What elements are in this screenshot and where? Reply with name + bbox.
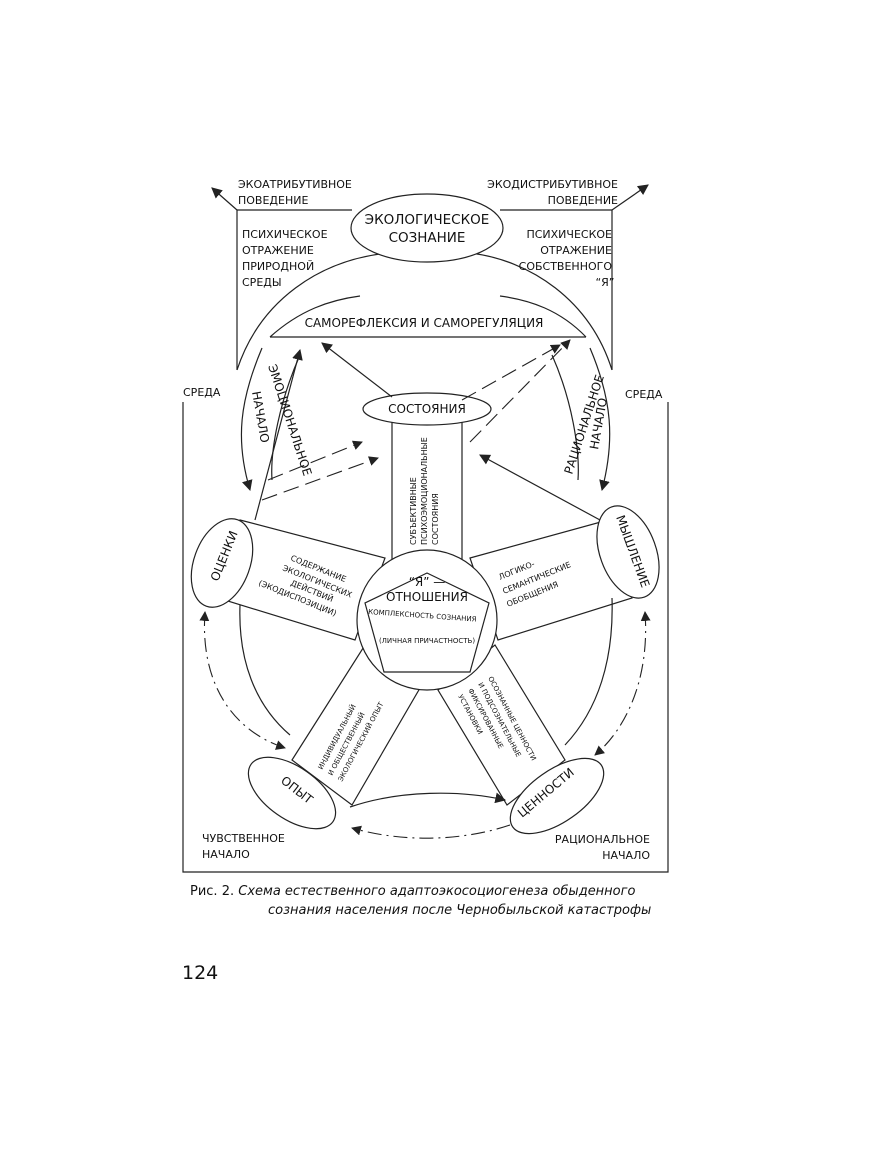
ecodistributive-line1: ЭКОДИСТРИБУТИВНОЕ — [487, 178, 618, 191]
reflection-nature-line3: ПРИРОДНОЙ — [242, 260, 314, 273]
personal-involvement-label: (ЛИЧНАЯ ПРИЧАСТНОСТЬ) — [379, 637, 475, 645]
rational-principle-line1: РАЦИОНАЛЬНОЕ — [555, 833, 650, 846]
cycle-arcs — [199, 597, 651, 839]
top-labels: ЭКОАТРИБУТИВНОЕ ПОВЕДЕНИЕ ЭКОДИСТРИБУТИВ… — [183, 178, 663, 401]
self-reflection-label: САМОРЕФЛЕКСИЯ И САМОРЕГУЛЯЦИЯ — [305, 316, 544, 330]
eco-consciousness-node: ЭКОЛОГИЧЕСКОЕ СОЗНАНИЕ — [350, 193, 504, 263]
values-branch — [437, 644, 605, 835]
eco-consciousness-line1: ЭКОЛОГИЧЕСКОЕ — [365, 212, 490, 228]
assessments-branch — [190, 518, 386, 641]
reflection-self-line2: ОТРАЖЕНИЕ — [540, 244, 612, 257]
page-number: 124 — [182, 962, 219, 984]
emotional-principle-line2: НАЧАЛО — [249, 390, 272, 444]
environment-right-label: СРЕДА — [625, 388, 663, 401]
upper-dome — [236, 209, 613, 371]
caption-number: Рис. 2. — [190, 884, 235, 899]
thinking-branch — [469, 505, 660, 641]
states-node: СОСТОЯНИЯ — [362, 392, 492, 566]
figure-caption: Рис. 2. Схема естественного адаптоэкосоц… — [190, 882, 670, 920]
environment-left-label: СРЕДА — [183, 386, 221, 399]
environment-frame — [182, 402, 669, 873]
bottom-labels: ЧУВСТВЕННОЕ НАЧАЛО РАЦИОНАЛЬНОЕ НАЧАЛО — [202, 832, 650, 862]
behavior-arrows — [211, 184, 649, 211]
ecoattributive-line1: ЭКОАТРИБУТИВНОЕ — [238, 178, 352, 191]
subjective-states-line2: ПСИХОЭМОЦИОНАЛЬНЫЕ — [420, 437, 429, 545]
states-label: СОСТОЯНИЯ — [388, 402, 466, 416]
reflection-self-line3: СОБСТВЕННОГО — [519, 260, 613, 273]
sensory-principle-line1: ЧУВСТВЕННОЕ — [202, 832, 285, 845]
reflection-nature-line2: ОТРАЖЕНИЕ — [242, 244, 314, 257]
pillar-labels: СУБЪЕКТИВНЫЕ ПСИХОЭМОЦИОНАЛЬНЫЕ СОСТОЯНИ… — [409, 437, 440, 545]
sensory-principle-line2: НАЧАЛО — [202, 848, 250, 861]
principle-arcs — [240, 347, 611, 492]
ecoattributive-line2: ПОВЕДЕНИЕ — [238, 194, 308, 207]
subjective-states-line1: СУБЪЕКТИВНЫЕ — [409, 477, 418, 545]
reflection-self-line1: ПСИХИЧЕСКОЕ — [526, 228, 612, 241]
reflection-nature-line1: ПСИХИЧЕСКОЕ — [242, 228, 328, 241]
self-relations-line1: “Я” — — [409, 575, 446, 589]
experience-branch — [247, 644, 421, 830]
caption-text-line1: Схема естественного адаптоэкосоциогенеза… — [238, 884, 636, 899]
reflection-nature-line4: СРЕДЫ — [242, 276, 282, 289]
reflection-self-line4: “Я” — [595, 276, 614, 289]
subjective-states-line3: СОСТОЯНИЯ — [431, 493, 440, 545]
caption-text-line2: сознания населения после Чернобыльской к… — [268, 903, 652, 918]
ecodistributive-line2: ПОВЕДЕНИЕ — [548, 194, 618, 207]
eco-consciousness-line2: СОЗНАНИЕ — [389, 230, 466, 246]
rational-principle-line2: НАЧАЛО — [602, 849, 650, 862]
self-relations-line2: ОТНОШЕНИЯ — [386, 590, 468, 604]
self-relations-node — [356, 549, 498, 691]
